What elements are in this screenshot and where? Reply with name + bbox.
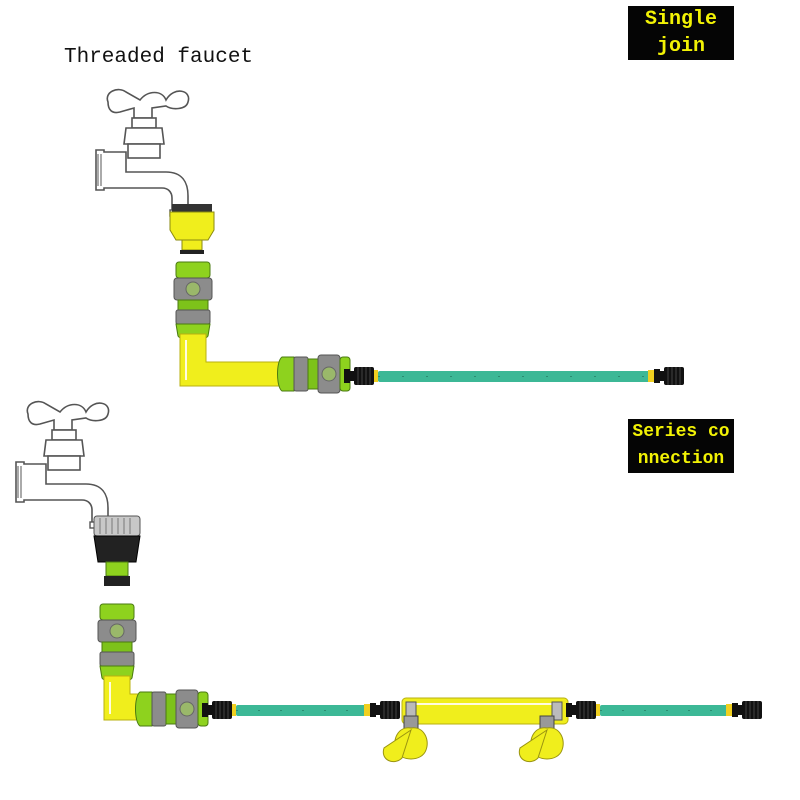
hose2-end-fitting-right (731, 700, 763, 720)
hose2-end-fitting-left (565, 700, 597, 720)
hose-bottom-1 (232, 704, 370, 716)
series-connection-line-1: Series co (632, 422, 730, 442)
single-join-line-2: join (656, 35, 705, 58)
quick-connector-top (173, 261, 213, 341)
faucet-top (95, 88, 191, 217)
hose1-end-fitting-left (201, 700, 233, 720)
universal-tap-adapter (93, 515, 141, 586)
quick-connector-bottom-horizontal (135, 689, 209, 729)
series-connection-badge: Series co nnection (628, 419, 734, 473)
yellow-pipe-elbow (179, 333, 283, 387)
quick-connector-top-horizontal (277, 354, 351, 394)
faucet-bottom (15, 400, 111, 529)
quick-connector-bottom (97, 603, 137, 683)
hose-bottom-2 (596, 704, 732, 716)
single-join-line-1: Single (644, 8, 717, 31)
threaded-faucet-label: Threaded faucet (64, 46, 254, 69)
single-join-badge: Single join (628, 6, 734, 60)
hose-top (374, 370, 654, 382)
hose1-end-fitting-right (369, 700, 401, 720)
hose-end-fitting-left (343, 366, 375, 386)
shutoff-valve-left (382, 715, 428, 763)
shutoff-valve-right (518, 715, 564, 763)
series-connection-line-2: nnection (637, 449, 725, 469)
threaded-adapter (169, 204, 215, 254)
hose-end-fitting-right (653, 366, 685, 386)
